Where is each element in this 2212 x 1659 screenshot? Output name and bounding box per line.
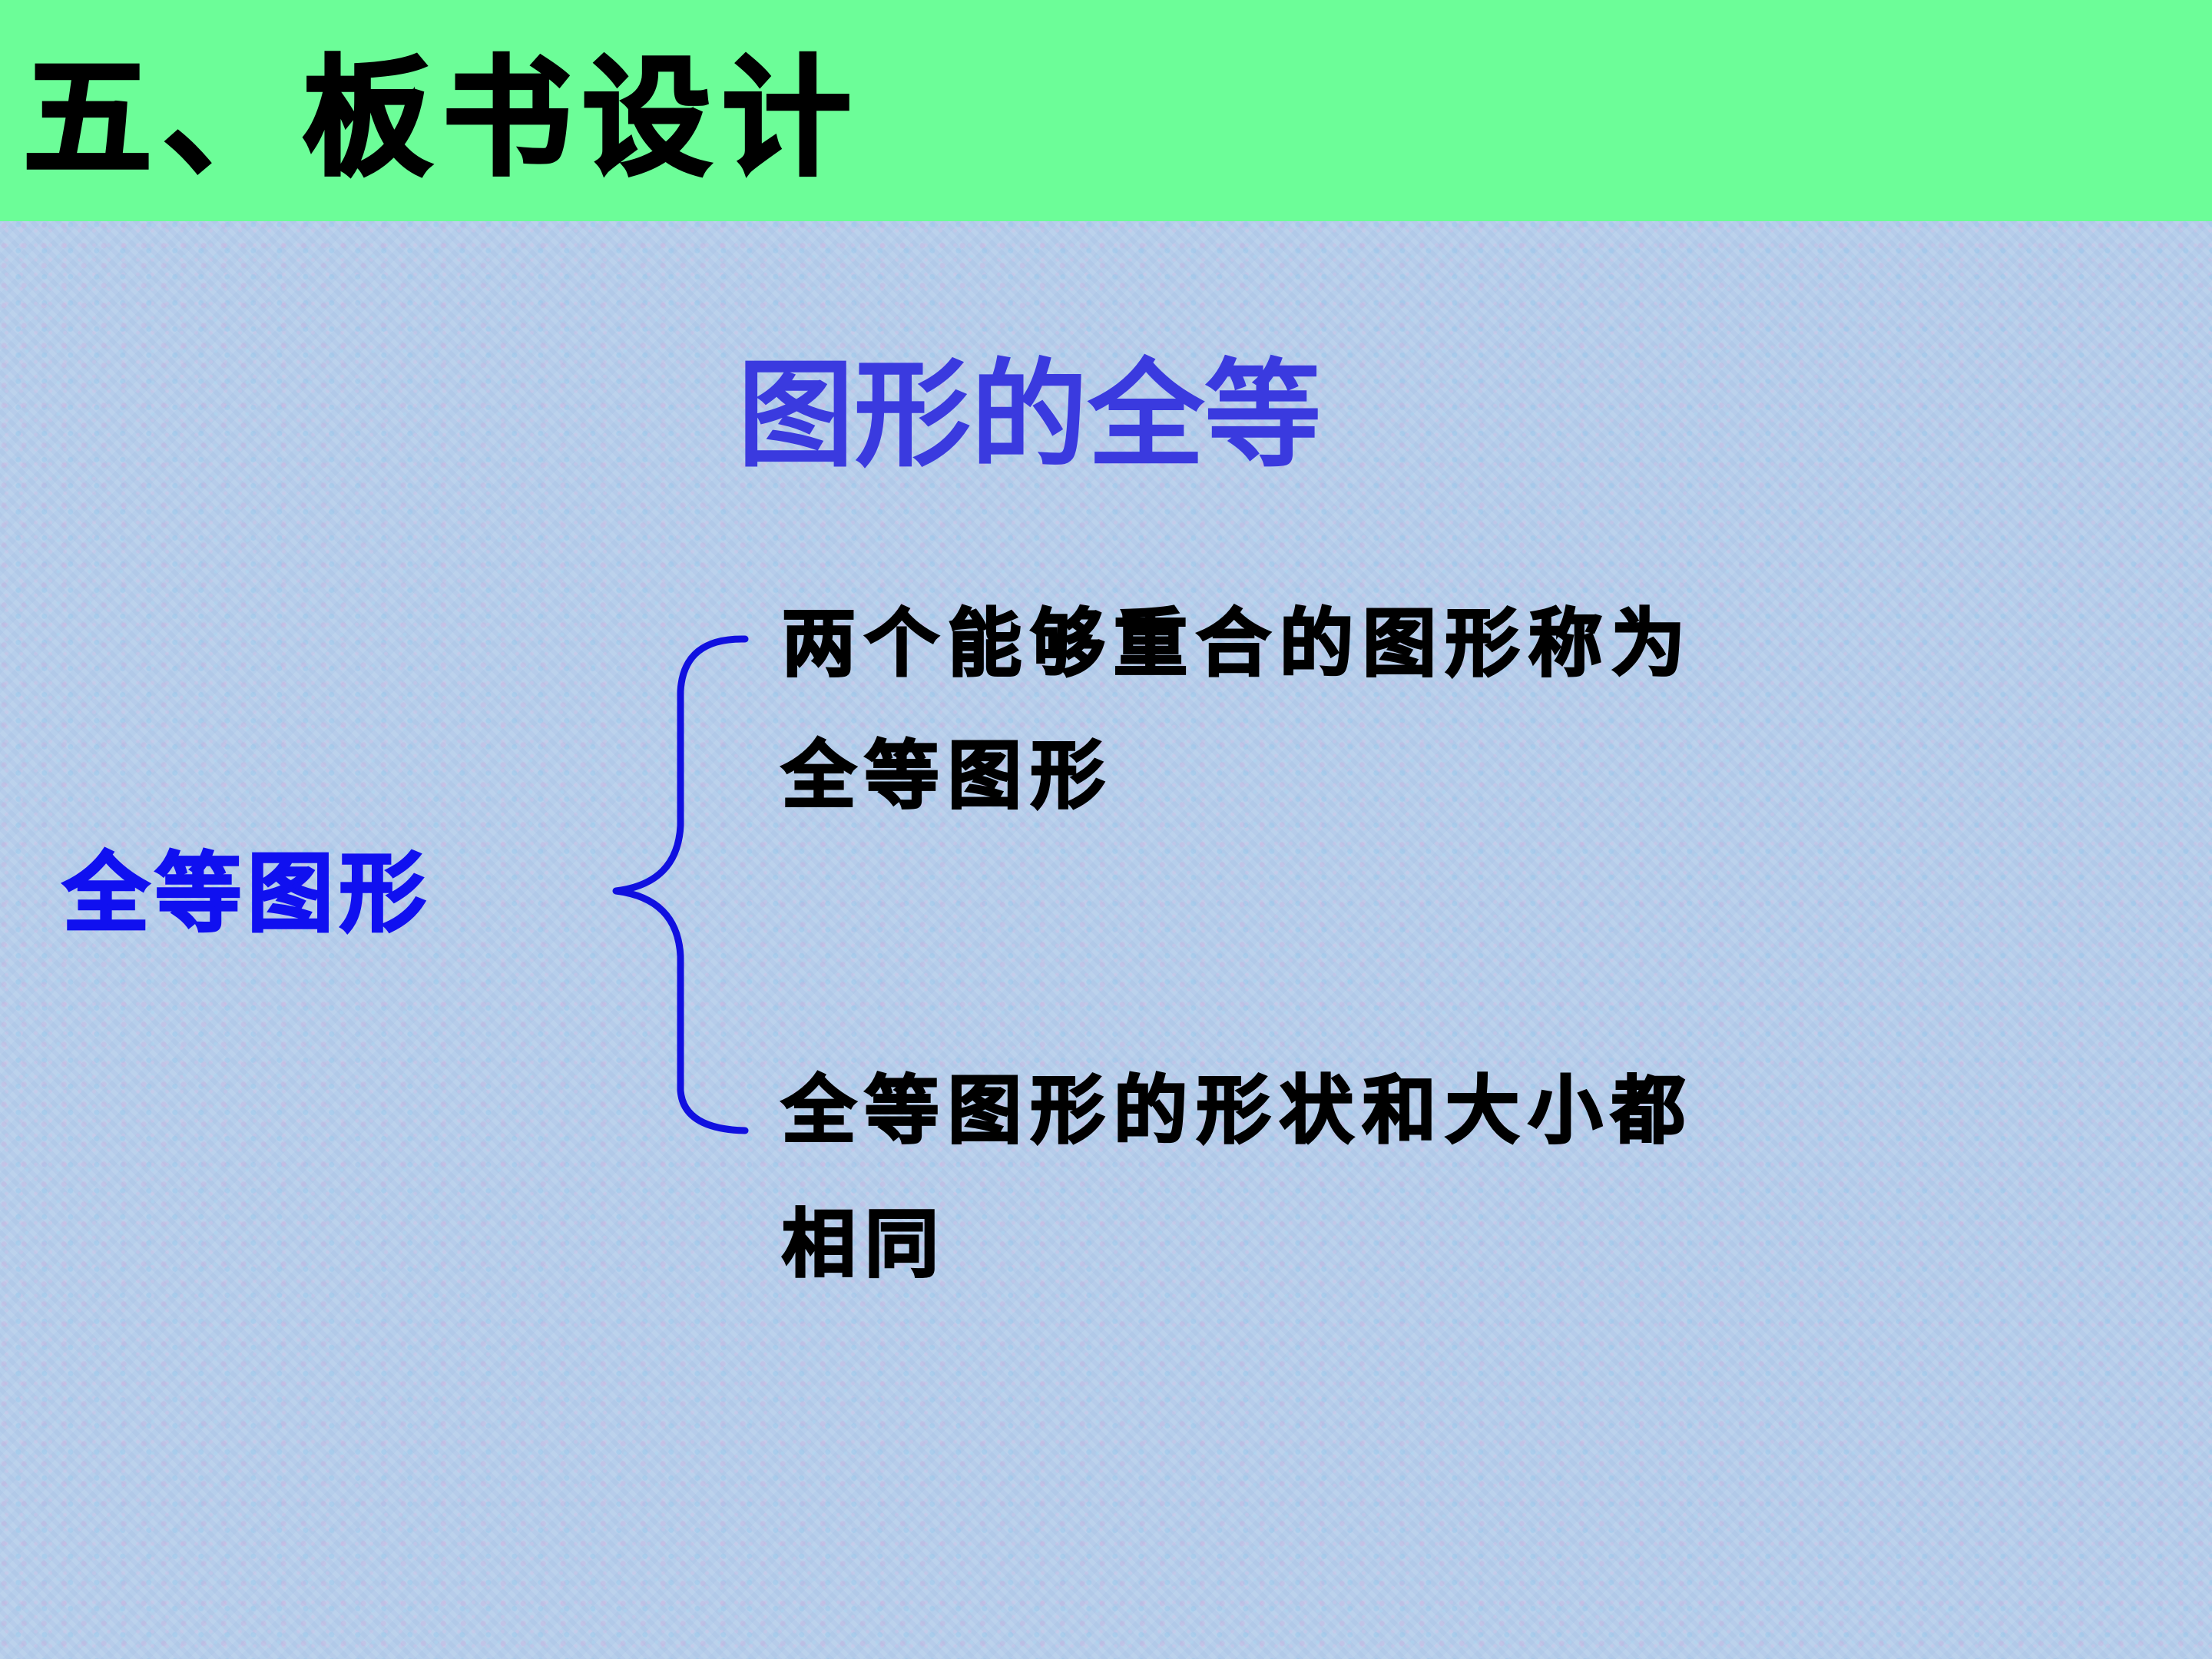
property-line-1: 全等图形的形状和大小都 [781, 1068, 1694, 1154]
term-label: 全等图形 [62, 844, 432, 944]
slide-subtitle: 图形的全等 [737, 347, 1321, 483]
definition-line-1: 两个能够重合的图形称为 [781, 601, 1694, 687]
header-title: 五、板书设计 [22, 43, 862, 194]
header-bar: 五、板书设计 [0, 0, 2212, 221]
property-line-2: 相同 [781, 1201, 948, 1287]
curly-brace-icon [612, 635, 749, 1134]
definition-line-2: 全等图形 [781, 733, 1114, 819]
